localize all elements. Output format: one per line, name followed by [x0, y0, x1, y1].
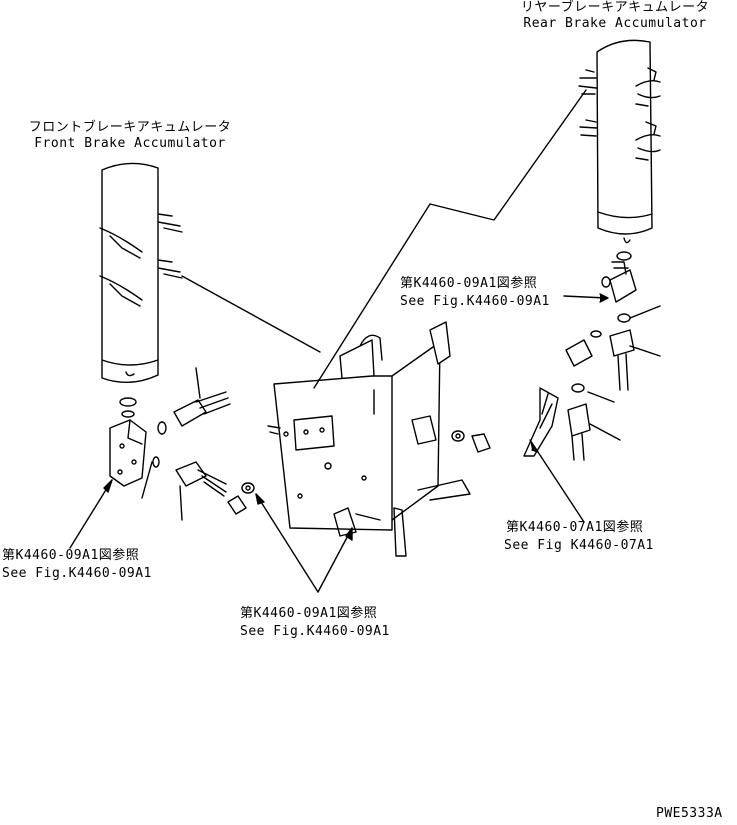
- front-accumulator-label-en: Front Brake Accumulator: [34, 136, 226, 151]
- right-valve-group: [523, 251, 661, 461]
- drawing-code: PWE5333A: [656, 806, 723, 821]
- ref-left-en: See Fig.K4460-09A1: [2, 566, 152, 581]
- ref-left-jp: 第K4460-09A1図参照: [2, 548, 140, 563]
- ref-right-bottom-en: See Fig K4460-07A1: [504, 538, 654, 553]
- rear-accumulator: [578, 39, 661, 244]
- left-valve-group: [109, 367, 231, 521]
- ref-right-bottom-jp: 第K4460-07A1図参照: [506, 520, 644, 535]
- leader-arrows: [69, 293, 609, 593]
- ref-center-jp: 第K4460-09A1図参照: [240, 606, 378, 621]
- ref-center-en: See Fig.K4460-09A1: [240, 624, 390, 639]
- rear-accumulator-label-en: Rear Brake Accumulator: [523, 16, 707, 31]
- ref-right-top-en: See Fig.K4460-09A1: [400, 294, 550, 309]
- ref-right-top-jp: 第K4460-09A1図参照: [400, 276, 538, 291]
- front-accumulator: [99, 162, 321, 383]
- rear-accumulator-label-jp: リヤーブレーキアキュムレータ: [520, 0, 710, 15]
- rear-hose-line: [313, 89, 587, 389]
- bracket-plate: [267, 321, 471, 557]
- fasteners: [227, 430, 491, 515]
- front-accumulator-label-jp: フロントブレーキアキュムレータ: [28, 120, 232, 135]
